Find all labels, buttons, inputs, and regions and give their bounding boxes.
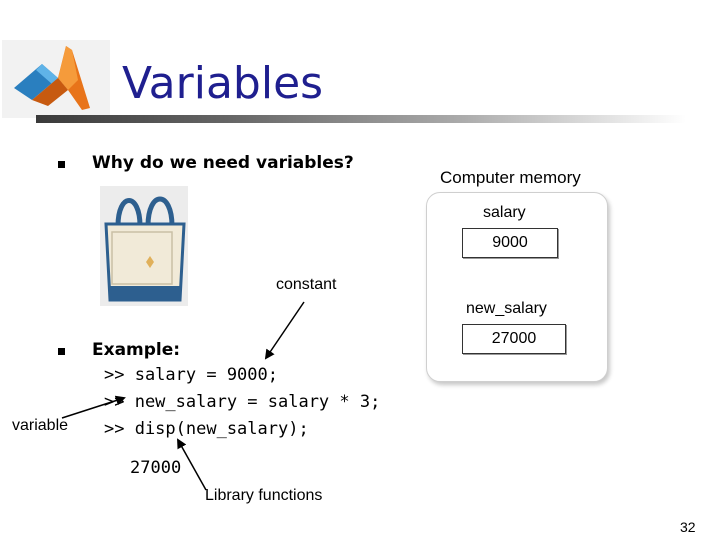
constant-label: constant — [276, 276, 337, 293]
title-underline — [36, 115, 686, 123]
command-output: 27000 — [130, 458, 182, 478]
memory-cell-new-salary: 27000 — [462, 324, 566, 354]
slide-title: Variables — [122, 58, 324, 109]
memory-heading: Computer memory — [440, 168, 581, 187]
code-line: >> disp(new_salary); — [104, 419, 309, 439]
library-functions-label: Library functions — [205, 487, 323, 504]
code-line: >> salary = 9000; — [104, 365, 278, 385]
matlab-logo-icon — [2, 40, 110, 118]
variable-label: variable — [12, 417, 69, 434]
page-number: 32 — [680, 519, 696, 535]
memory-cell-salary: 9000 — [462, 228, 558, 258]
bullet-marker — [58, 348, 65, 355]
code-line: >> new_salary = salary * 3; — [104, 392, 381, 412]
library-arrow — [177, 438, 207, 491]
bullet-marker — [58, 161, 65, 168]
memory-label-new-salary: new_salary — [466, 300, 547, 317]
bullet-example: Example: — [92, 340, 181, 360]
bullet-question: Why do we need variables? — [92, 153, 354, 173]
tote-bag-image — [100, 186, 188, 306]
constant-arrow — [264, 301, 305, 360]
memory-label-salary: salary — [483, 204, 526, 221]
